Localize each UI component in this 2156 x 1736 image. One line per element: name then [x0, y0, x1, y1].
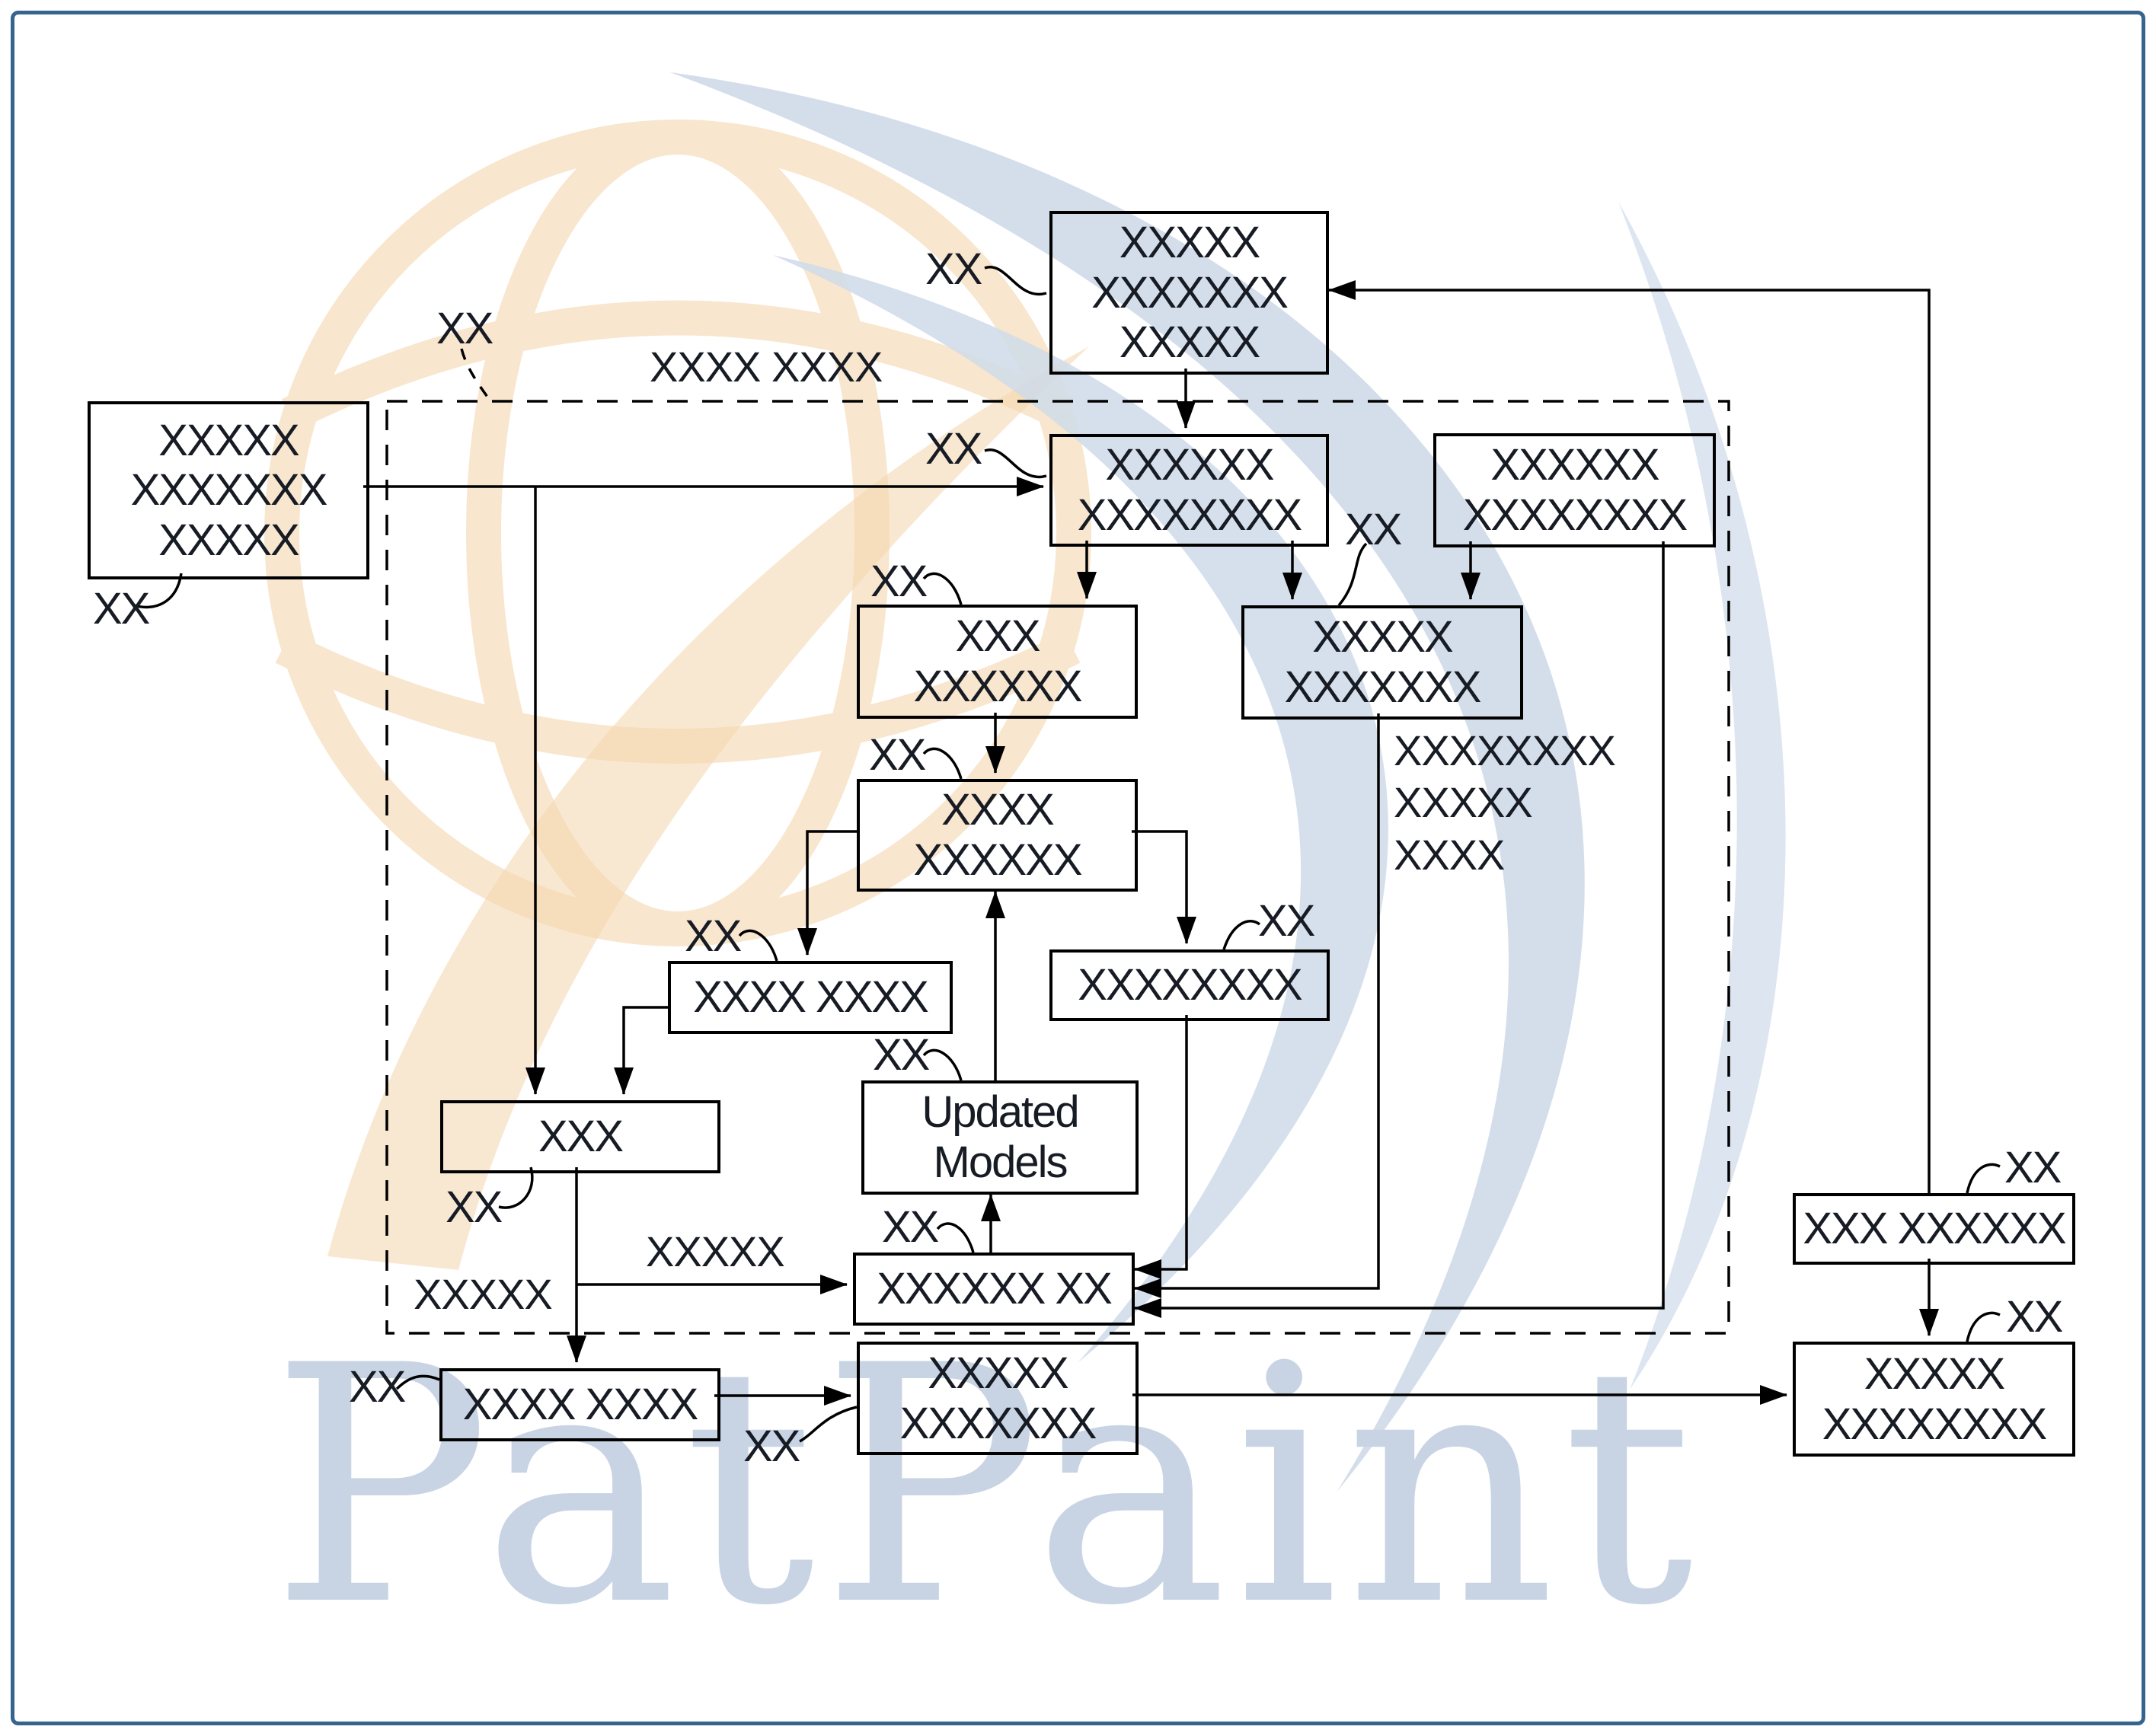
ref-label-a: XX: [93, 584, 150, 633]
ref-label-f: XX: [870, 557, 928, 606]
orange-swoosh-icon: [327, 346, 1089, 1270]
ref-label-o: XX: [2004, 1143, 2062, 1192]
ref-label-h: XX: [685, 911, 742, 961]
ref-label-g: XX: [869, 730, 926, 780]
node-d: XXXXXX XXXXXXXX: [1433, 433, 1716, 547]
node-updated-models: Updated Models: [861, 1080, 1139, 1195]
branch-note-upper: XXXXX: [646, 1227, 785, 1275]
node-n: XXXXX XXXXXXX: [857, 1342, 1139, 1455]
node-h: XXXX XXXX: [668, 961, 953, 1034]
connector-h-k: [614, 1006, 668, 1095]
connector-feedback-b: [1328, 280, 1931, 1193]
connector-g-i: [1132, 830, 1196, 944]
dashed-boundary: [385, 400, 1730, 1335]
node-g: XXXX XXXXXX: [857, 779, 1138, 892]
node-i: XXXXXXXX: [1049, 949, 1330, 1021]
ref-label-p: XX: [2006, 1292, 2063, 1342]
blue-swoosh-inner-icon: [773, 255, 1388, 1363]
node-a: XXXXX XXXXXXX XXXXX: [88, 401, 369, 579]
dashed-boundary-leader: [460, 348, 490, 400]
side-note: XXXXXXXX XXXXX XXXX: [1394, 726, 1616, 879]
node-e: XXXXX XXXXXXX: [1241, 605, 1523, 720]
node-b: XXXXX XXXXXXX XXXXX: [1049, 211, 1329, 375]
ref-label-i: XX: [1258, 896, 1315, 946]
page-border: [11, 11, 2145, 1725]
ref-label-k: XX: [446, 1182, 503, 1232]
ref-label-e: XX: [1345, 505, 1402, 554]
connector-d-l: [1134, 541, 1665, 1318]
ref-label-c: XX: [925, 424, 982, 474]
node-f: XXX XXXXXX: [857, 605, 1138, 719]
connector-i-l: [1134, 1015, 1188, 1279]
blue-swoosh-icon: [670, 72, 1585, 1492]
node-o: XXX XXXXXX: [1793, 1193, 2075, 1265]
ref-label-j: XX: [873, 1030, 930, 1080]
system-note: XXXX XXXX: [650, 343, 883, 391]
blue-streak-icon: [1618, 202, 1786, 1390]
watermark-text: PatPaint: [270, 1297, 1700, 1677]
ref-label-l: XX: [882, 1202, 939, 1252]
flow-arrows: [363, 280, 1939, 1406]
branch-note-lower: XXXXX: [414, 1270, 553, 1318]
node-l: XXXXXX XX: [853, 1253, 1135, 1326]
ref-label-b: XX: [925, 244, 982, 294]
connector-g-h: [797, 830, 857, 956]
connector-e-l: [1134, 713, 1380, 1298]
node-m: XXXX XXXX: [439, 1368, 720, 1441]
ref-label-n: XX: [743, 1422, 800, 1471]
ref-label-m: XX: [349, 1362, 406, 1412]
node-c: XXXXXX XXXXXXXX: [1049, 434, 1329, 547]
ref-label-boundary: XX: [436, 304, 493, 353]
node-k: XXX: [440, 1100, 720, 1173]
reference-leaders: [133, 266, 2001, 1443]
node-p: XXXXX XXXXXXXX: [1793, 1342, 2075, 1457]
